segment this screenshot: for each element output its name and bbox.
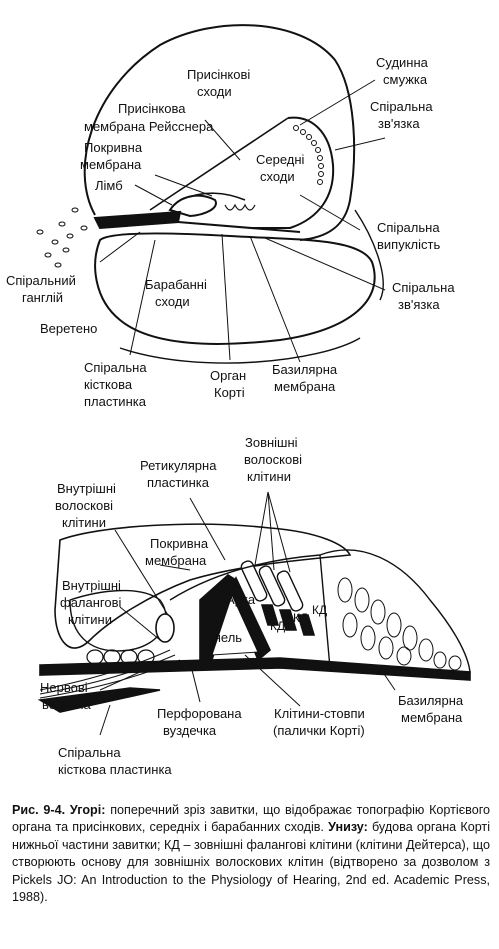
bony-wall xyxy=(354,209,384,301)
label-spiral-lig-bottom-1: Спіральна xyxy=(392,280,455,295)
outer-supporting-cells xyxy=(319,549,471,673)
label-spiral-lig-bottom-2: зв'язка xyxy=(398,297,440,312)
label-vestibular-1: Присінкові xyxy=(187,67,250,82)
tunnel-space xyxy=(211,593,259,656)
caption-fig-label: Рис. 9-4. xyxy=(12,803,66,817)
label-tectorial-b-2: мембрана xyxy=(145,553,207,568)
stria-vascularis xyxy=(293,125,324,185)
basilar-membrane-top xyxy=(177,221,301,233)
label-basilar-1: Базилярна xyxy=(272,362,338,377)
label-inner-phal-3: клітини xyxy=(68,612,112,627)
label-outer-hair-2: волоскові xyxy=(244,452,302,467)
label-tectorial-1: Покривна xyxy=(84,140,143,155)
deiters-cells xyxy=(260,604,316,636)
label-reissner-2: мембрана Рейсснера xyxy=(84,119,214,134)
label-stria-1: Судинна xyxy=(376,55,429,70)
caption-bottom-label: Унизу: xyxy=(328,820,368,835)
outer-hair-cells xyxy=(240,560,304,612)
label-osseous-b-1: Спіральна xyxy=(58,745,121,760)
label-osseous-1: Спіральна xyxy=(84,360,147,375)
label-perforated-1: Перфорована xyxy=(157,706,242,721)
osseous-lamina-bottom xyxy=(37,687,161,713)
label-limbus: Лімб xyxy=(95,178,123,193)
label-spiral-ganglion-2: ганглій xyxy=(22,290,63,305)
label-spiral-lig-top-1: Спіральна xyxy=(370,99,433,114)
label-spiral-prominence-1: Спіральна xyxy=(377,220,440,235)
label-spiral-ganglion-1: Спіральний xyxy=(6,273,76,288)
label-reticular-2: пластинка xyxy=(147,475,210,490)
label-tunnel: Тунель xyxy=(200,630,242,645)
label-spiral-prominence-2: випуклість xyxy=(377,237,440,252)
label-organ-corti-1: Орган xyxy=(210,368,246,383)
label-inner-hair-2: волоскові xyxy=(55,498,113,513)
label-scala-media-1: Середні xyxy=(256,152,305,167)
label-modiolus: Веретено xyxy=(40,321,97,336)
label-scala-tympani-1: Барабанні xyxy=(145,277,207,292)
label-tectorial-2: мембрана xyxy=(80,157,142,172)
caption-top-text: поперечний зріз завитки, що відображає т… xyxy=(12,803,491,835)
label-nerve-1: Нервові xyxy=(40,680,88,695)
tectorial-membrane-top xyxy=(179,192,246,201)
label-osseous-3: пластинка xyxy=(84,394,147,409)
cochlea-cross-section xyxy=(36,24,386,364)
label-spiral-lig-top-2: зв'язка xyxy=(378,116,420,131)
label-pillar-1: Клітини-стовпи xyxy=(274,706,365,721)
nerve-fibers xyxy=(39,649,181,699)
label-inner-phal-2: фалангові xyxy=(60,595,122,610)
label-inner-hair-1: Внутрішні xyxy=(57,481,116,496)
outer-cell-ellipses xyxy=(337,577,462,671)
reissner-membrane xyxy=(149,117,289,211)
label-organ-corti-2: Корті xyxy=(214,385,245,400)
label-reissner-1: Присінкова xyxy=(118,101,186,116)
label-nerve-2: волокна xyxy=(42,697,92,712)
basilar-floor xyxy=(39,657,471,681)
label-basilar-2: мембрана xyxy=(274,379,336,394)
scala-vestibuli-outline xyxy=(83,24,356,241)
caption-bottom-text: будова органа Корті нижньої частини зави… xyxy=(12,820,491,905)
pillar-outer xyxy=(229,576,271,662)
label-basilar-b-2: мембрана xyxy=(401,710,463,725)
reticular-lamina xyxy=(169,554,321,601)
organ-of-corti-detail xyxy=(37,491,471,736)
inner-hair-cell xyxy=(155,613,175,643)
label-basilar-b-1: Базилярна xyxy=(398,693,464,708)
label-arch: Арка xyxy=(226,592,256,607)
label-kd-2: КД xyxy=(293,611,308,625)
label-stria-2: смужка xyxy=(383,72,428,87)
top-labels: Присінкові сходи Присінкова мембрана Рей… xyxy=(6,55,455,409)
label-outer-hair-1: Зовнішні xyxy=(245,435,298,450)
label-kd-1: КД xyxy=(270,619,285,633)
label-vestibular-2: сходи xyxy=(197,84,232,99)
label-kd-3: КД xyxy=(312,603,327,617)
label-pillar-2: (палички Корті) xyxy=(273,723,365,738)
bony-wall-bottom xyxy=(119,337,361,364)
scala-tympani-outline xyxy=(94,232,376,345)
label-reticular-1: Ретикулярна xyxy=(140,458,217,473)
label-inner-hair-3: клітини xyxy=(62,515,106,530)
figure-caption: Рис. 9-4. Угорі: поперечний зріз завитки… xyxy=(12,802,490,906)
label-scala-media-2: сходи xyxy=(260,169,295,184)
organ-corti-cells xyxy=(224,203,256,211)
top-leader-lines xyxy=(99,79,386,363)
osseous-lamina-shape xyxy=(93,210,182,230)
label-osseous-2: кісткова xyxy=(84,377,133,392)
label-inner-phal-1: Внутрішні xyxy=(62,578,121,593)
bottom-leader-lines xyxy=(99,491,396,736)
label-outer-hair-3: клітини xyxy=(247,469,291,484)
bottom-labels: Зовнішні волоскові клітини Ретикулярна п… xyxy=(40,435,464,777)
label-scala-tympani-2: сходи xyxy=(155,294,190,309)
label-osseous-b-2: кісткова пластинка xyxy=(58,762,172,777)
label-tectorial-b-1: Покривна xyxy=(150,536,209,551)
label-perforated-2: вуздечка xyxy=(163,723,217,738)
spiral-ganglion-dots xyxy=(36,207,88,268)
tectorial-membrane xyxy=(54,523,352,649)
caption-top-label: Угорі: xyxy=(69,803,106,817)
